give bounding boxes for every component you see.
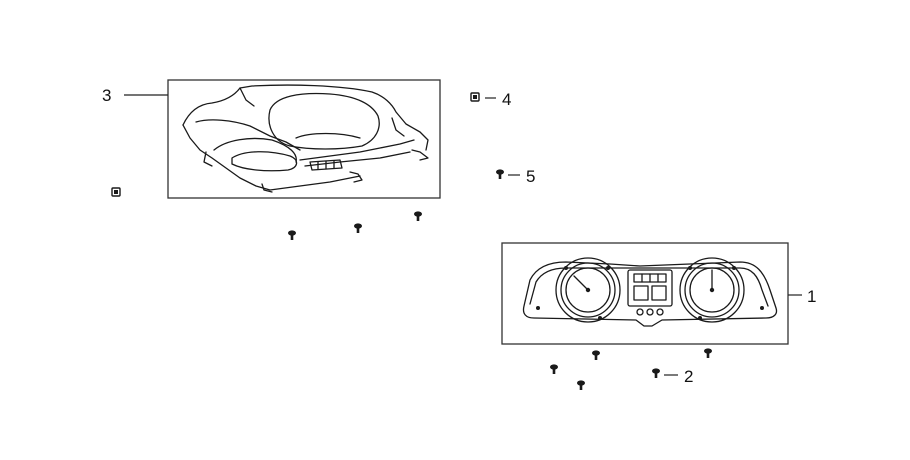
clip-nut-icon xyxy=(470,92,480,102)
screw-icon xyxy=(550,364,558,374)
clip-nut-icon xyxy=(111,187,121,197)
meter-assembly-icon xyxy=(522,257,778,327)
meter-cover-icon xyxy=(182,84,429,193)
screw-icon xyxy=(592,350,600,360)
screw-icon xyxy=(652,368,660,378)
callout-label-1: 1 xyxy=(807,287,816,306)
meter-assembly-group xyxy=(501,242,789,345)
meter-cover-frame xyxy=(167,79,441,199)
screw-icon xyxy=(354,223,362,233)
screw-icon xyxy=(414,211,422,221)
callout-label-2: 2 xyxy=(684,367,693,386)
meter-cover-group xyxy=(167,79,441,199)
callout-label-5: 5 xyxy=(526,167,535,186)
screw-icon xyxy=(496,169,504,179)
screw-icon xyxy=(704,348,712,358)
callout-label-3: 3 xyxy=(102,86,111,105)
callout-label-4: 4 xyxy=(502,90,511,109)
meter-assembly-frame xyxy=(501,242,789,345)
screw-icon xyxy=(288,230,296,240)
screw-icon xyxy=(577,380,585,390)
